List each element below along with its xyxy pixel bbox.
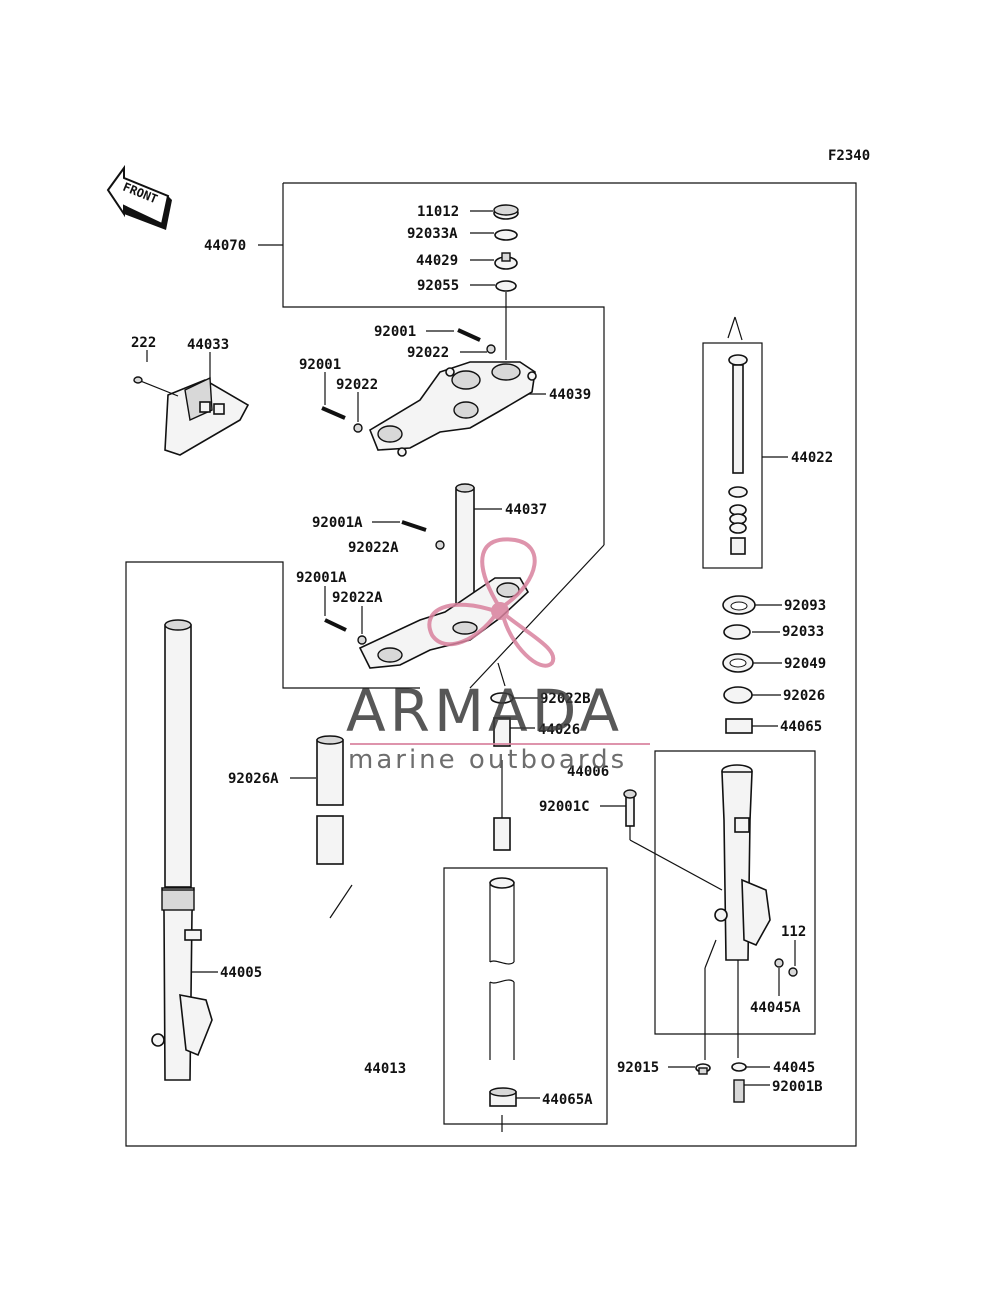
outer-tube-44006: [600, 764, 771, 1060]
label-92001a-1: 92001A: [312, 515, 363, 531]
label-44022: 44022: [791, 450, 833, 466]
label-92001-left: 92001: [299, 357, 341, 373]
watermark-title: ARMADA: [346, 677, 623, 745]
label-92033: 92033: [782, 624, 824, 640]
spring-44026: [490, 662, 538, 851]
fork-tube-44005: [151, 619, 218, 1081]
label-92022-top: 92022: [407, 345, 449, 361]
label-44039: 44039: [549, 387, 591, 403]
bracket-44033: [133, 350, 250, 456]
label-44070: 44070: [204, 238, 246, 254]
label-92001-top: 92001: [374, 324, 416, 340]
cap-11012: [493, 204, 519, 220]
seal-stack: [722, 595, 782, 734]
bolt-92001c: [623, 789, 637, 827]
label-44065: 44065: [780, 719, 822, 735]
armada-logo-icon: [427, 537, 556, 668]
label-44065a: 44065A: [542, 1092, 593, 1108]
label-222: 222: [131, 335, 156, 351]
label-44013: 44013: [364, 1061, 406, 1077]
label-44006: 44006: [567, 764, 609, 780]
ring-92055: [495, 280, 517, 292]
label-92022-left: 92022: [336, 377, 378, 393]
inner-tube-44013: [489, 877, 540, 1132]
label-92049: 92049: [784, 656, 826, 672]
tube-92026a: [290, 735, 353, 919]
ring-92033a: [494, 229, 518, 241]
label-44033: 44033: [187, 337, 229, 353]
label-11012: 11012: [417, 204, 459, 220]
watermark-subtitle: marine outboards: [348, 745, 627, 775]
label-92001a-2: 92001A: [296, 570, 347, 586]
front-direction-arrow: FRONT: [106, 164, 172, 230]
label-92015: 92015: [617, 1060, 659, 1076]
figure-code: F2340: [828, 148, 870, 164]
steering-stem-44037: [358, 483, 530, 669]
label-112: 112: [781, 924, 806, 940]
label-44045: 44045: [773, 1060, 815, 1076]
label-44045a: 44045A: [750, 1000, 801, 1016]
bolts-92001a-92022a: [324, 520, 445, 645]
bolts-92001-92022: [321, 328, 496, 433]
damper-rod-44022: [727, 316, 788, 555]
nut-44029: [494, 252, 518, 270]
bottom-fasteners: [668, 1062, 770, 1103]
label-92022b: 92022B: [540, 691, 591, 707]
label-92026: 92026: [783, 688, 825, 704]
label-44026: 44026: [538, 722, 580, 738]
upper-clamp-44039: [369, 361, 537, 457]
label-92022a-1: 92022A: [348, 540, 399, 556]
label-44005: 44005: [220, 965, 262, 981]
label-44029: 44029: [416, 253, 458, 269]
label-92001c: 92001C: [539, 799, 590, 815]
label-92026a: 92026A: [228, 771, 279, 787]
label-92093: 92093: [784, 598, 826, 614]
label-44037: 44037: [505, 502, 547, 518]
label-92022a-2: 92022A: [332, 590, 383, 606]
armada-watermark: ARMADA marine outboards: [346, 537, 650, 775]
label-92055: 92055: [417, 278, 459, 294]
label-92033a: 92033A: [407, 226, 458, 242]
label-92001b: 92001B: [772, 1079, 823, 1095]
leaders-top: [258, 210, 546, 422]
bolt-112-44045a: [774, 940, 798, 996]
